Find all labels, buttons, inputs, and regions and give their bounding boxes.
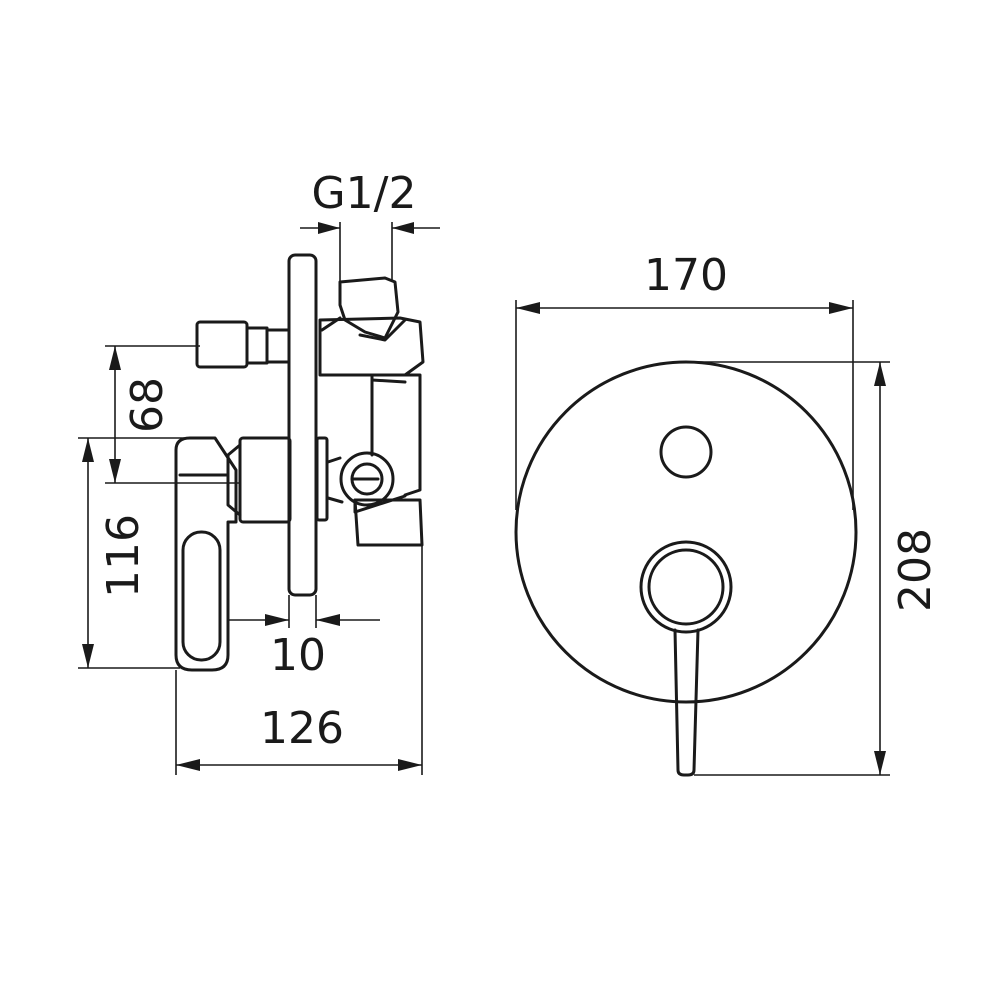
lower-connector-block bbox=[353, 498, 424, 547]
dim-label-thread: G1/2 bbox=[312, 168, 417, 219]
cover-plate-side bbox=[287, 253, 318, 597]
mixer-handle-ring-outer bbox=[639, 540, 733, 634]
handle-stem bbox=[238, 436, 292, 524]
top-inlet-connector bbox=[338, 276, 400, 340]
left-outlet-pipe bbox=[265, 328, 291, 364]
handle-side bbox=[174, 436, 238, 672]
dim-label-plate-height: 208 bbox=[890, 528, 941, 612]
side-view bbox=[174, 253, 425, 672]
mixer-lever bbox=[673, 628, 700, 777]
valve-body-upper bbox=[318, 316, 425, 377]
left-outlet-nut bbox=[245, 326, 269, 365]
valve-housing bbox=[370, 373, 422, 497]
dim-label-outlet-offset: 68 bbox=[122, 377, 173, 433]
mixer-handle-ring-inner bbox=[647, 548, 725, 626]
ring-connector-outer bbox=[339, 451, 395, 507]
dimension-lines bbox=[78, 222, 890, 776]
handle-slot bbox=[181, 530, 222, 662]
cover-plate-front bbox=[514, 360, 858, 704]
dim-label-handle-height: 116 bbox=[98, 514, 149, 598]
front-view bbox=[514, 360, 858, 777]
dim-label-plate-gap: 10 bbox=[270, 630, 326, 681]
diverter-knob bbox=[659, 425, 713, 479]
flange-plate-side bbox=[315, 436, 329, 522]
dimension-labels: G1/2 170 208 68 116 10 126 bbox=[98, 168, 941, 754]
dim-label-plate-width: 170 bbox=[644, 250, 728, 301]
left-outlet-fitting bbox=[195, 320, 249, 369]
dim-label-total-depth: 126 bbox=[260, 703, 344, 754]
